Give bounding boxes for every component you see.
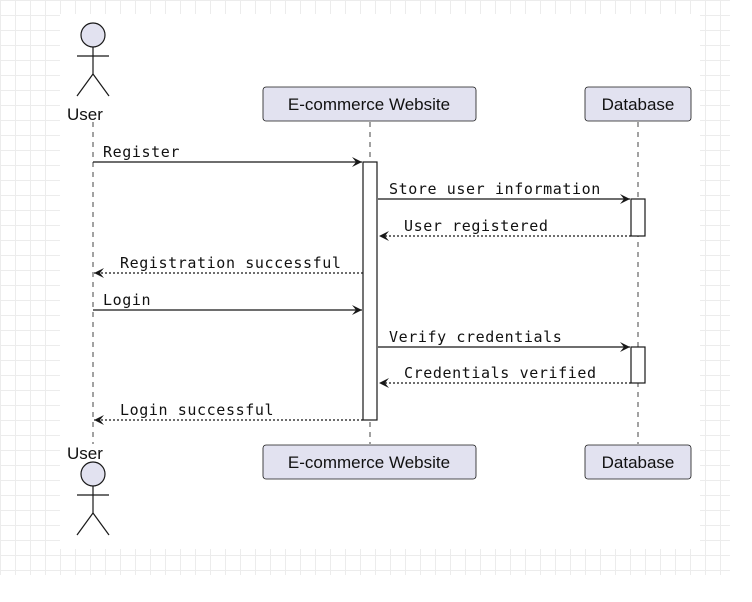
canvas-grid: User E-commerce Website Database Registe… bbox=[0, 0, 730, 575]
message-login-label: Login bbox=[103, 291, 151, 309]
participant-database-label-bottom: Database bbox=[602, 453, 675, 472]
participant-database-label-top: Database bbox=[602, 95, 675, 114]
participant-website-top: E-commerce Website bbox=[262, 86, 477, 122]
message-verify-credentials-label: Verify credentials bbox=[389, 328, 562, 346]
message-login-successful: Login successful bbox=[94, 401, 363, 425]
message-login: Login bbox=[93, 291, 362, 315]
actor-user-label-top: User bbox=[67, 105, 103, 124]
message-register-label: Register bbox=[103, 143, 180, 161]
actor-user-head-icon bbox=[80, 22, 106, 48]
message-registration-successful-label: Registration successful bbox=[120, 254, 342, 272]
participant-database-top: Database bbox=[584, 86, 692, 122]
message-user-registered-label: User registered bbox=[404, 217, 548, 235]
message-login-successful-label: Login successful bbox=[120, 401, 274, 419]
message-store-user-information: Store user information bbox=[378, 180, 630, 204]
message-registration-successful: Registration successful bbox=[94, 254, 363, 278]
participant-website-label-top: E-commerce Website bbox=[288, 95, 450, 114]
activation-website bbox=[362, 161, 378, 421]
message-user-registered: User registered bbox=[379, 217, 631, 241]
actor-user-head-icon-bottom bbox=[80, 461, 106, 487]
sequence-diagram: User E-commerce Website Database Registe… bbox=[67, 22, 692, 536]
message-register: Register bbox=[93, 143, 362, 167]
activation-database-2 bbox=[630, 346, 646, 384]
message-credentials-verified-label: Credentials verified bbox=[404, 364, 597, 382]
participant-database-bottom: Database bbox=[584, 444, 692, 480]
participant-website-bottom: E-commerce Website bbox=[262, 444, 477, 480]
actor-user-top: User bbox=[67, 22, 110, 124]
actor-user-label-bottom: User bbox=[67, 444, 103, 463]
message-verify-credentials: Verify credentials bbox=[378, 328, 630, 352]
activation-database-1 bbox=[630, 198, 646, 237]
actor-user-bottom: User bbox=[67, 444, 110, 536]
participant-website-label-bottom: E-commerce Website bbox=[288, 453, 450, 472]
message-store-user-information-label: Store user information bbox=[389, 180, 601, 198]
message-credentials-verified: Credentials verified bbox=[379, 364, 631, 388]
diagram-area: User E-commerce Website Database Registe… bbox=[60, 14, 700, 549]
